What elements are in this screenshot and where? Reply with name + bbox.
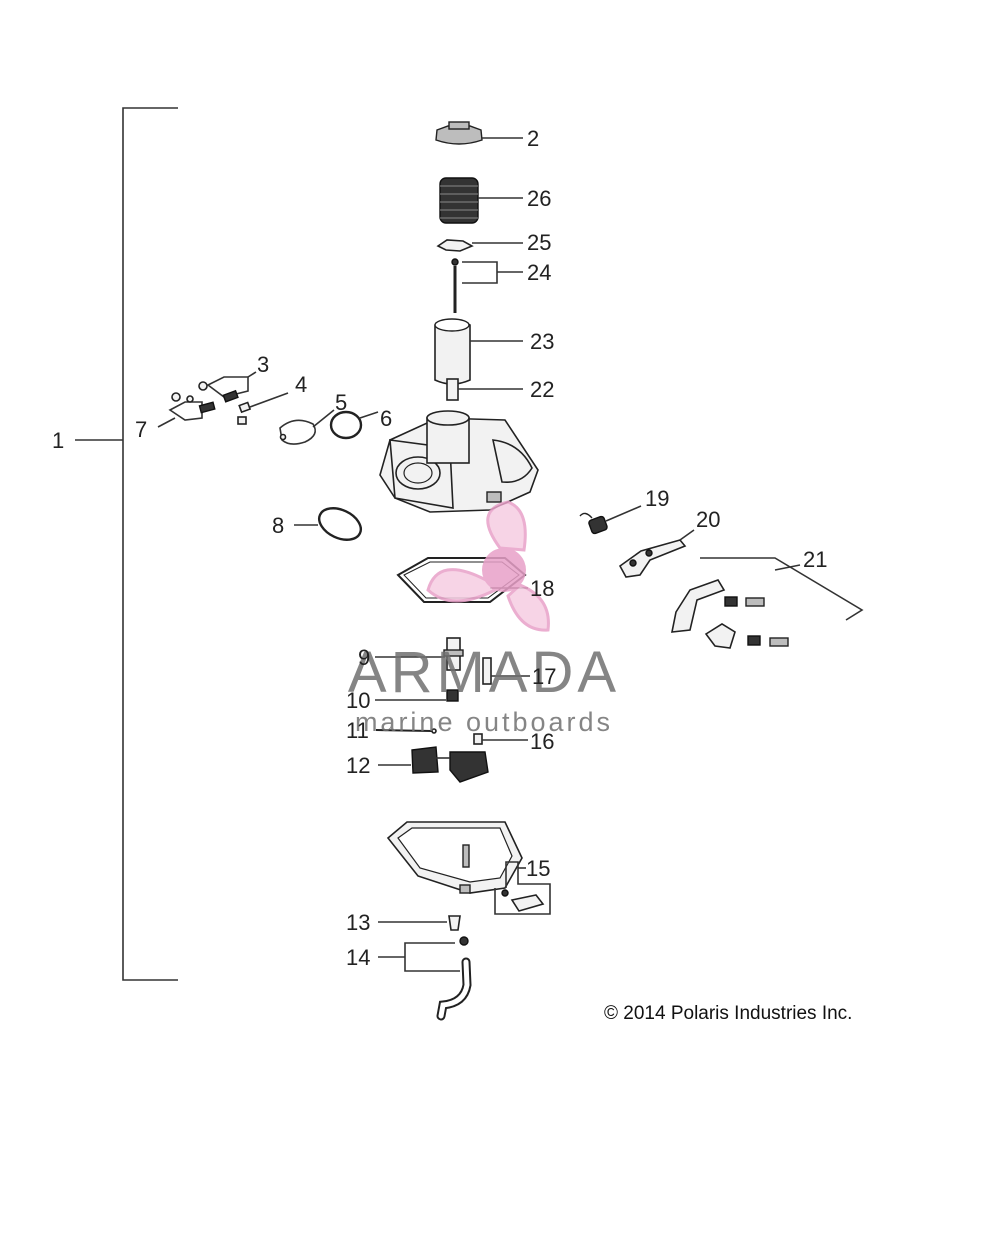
- part-19-spring: [579, 505, 642, 535]
- callout-5: 5: [335, 390, 347, 415]
- callout-22: 22: [530, 377, 554, 402]
- callout-4: 4: [295, 372, 307, 397]
- part-10-main-jet: [375, 689, 459, 702]
- assembly-bracket: [75, 107, 178, 981]
- part-11-float-pin: [375, 728, 437, 734]
- part-22-jet: [446, 378, 523, 401]
- part-12-float: [378, 746, 489, 783]
- part-6-o-ring: [329, 410, 379, 440]
- copyright-notice: © 2014 Polaris Industries Inc.: [604, 1003, 852, 1024]
- callout-19: 19: [645, 486, 669, 511]
- part-24-needle: [451, 258, 523, 313]
- part-17-pin: [482, 657, 530, 685]
- callout-8: 8: [272, 513, 284, 538]
- part-2-cap: [435, 121, 523, 145]
- callout-26: 26: [527, 186, 551, 211]
- part-7-idle-screw: [157, 392, 216, 428]
- part-20-lever: [618, 529, 695, 578]
- part-26-spring: [439, 177, 523, 224]
- callout-23: 23: [530, 329, 554, 354]
- callout-16: 16: [530, 729, 554, 754]
- watermark-subtitle: marine outboards: [355, 707, 613, 737]
- part-16-needle-valve: [473, 733, 528, 745]
- callout-11: 11: [346, 718, 369, 743]
- callout-25: 25: [527, 230, 551, 255]
- callout-24: 24: [527, 260, 551, 285]
- part-23-slide: [434, 318, 523, 385]
- callout-15: 15: [526, 856, 550, 881]
- callout-9: 9: [358, 645, 370, 670]
- part-14-drain-hose: [378, 936, 472, 1021]
- part-8-o-ring: [294, 507, 362, 541]
- callout-3: 3: [257, 352, 269, 377]
- armada-watermark-logo: [426, 500, 550, 632]
- float-bowl: [386, 821, 523, 894]
- part-5-gasket: [279, 409, 335, 445]
- callout-6: 6: [380, 406, 392, 431]
- part-21-bracket: [671, 557, 864, 649]
- callout-2: 2: [527, 126, 539, 151]
- carburetor-body: [379, 410, 539, 513]
- callout-10: 10: [346, 688, 370, 713]
- part-3-pilot-screw: [198, 371, 257, 403]
- callout-7: 7: [135, 417, 147, 442]
- part-13-bolt: [378, 915, 461, 931]
- part-4-screw: [237, 392, 289, 425]
- callout-13: 13: [346, 910, 370, 935]
- callout-14: 14: [346, 945, 370, 970]
- callout-17: 17: [532, 664, 556, 689]
- callout-1: 1: [52, 428, 64, 453]
- watermark-title: ARMADA: [348, 640, 620, 705]
- callout-18: 18: [530, 576, 554, 601]
- callout-12: 12: [346, 753, 370, 778]
- part-15-drain-screw: [494, 861, 551, 915]
- callout-20: 20: [696, 507, 720, 532]
- callout-21: 21: [803, 547, 827, 572]
- part-25-plate: [436, 239, 523, 252]
- part-9-jet-holder: [375, 637, 464, 671]
